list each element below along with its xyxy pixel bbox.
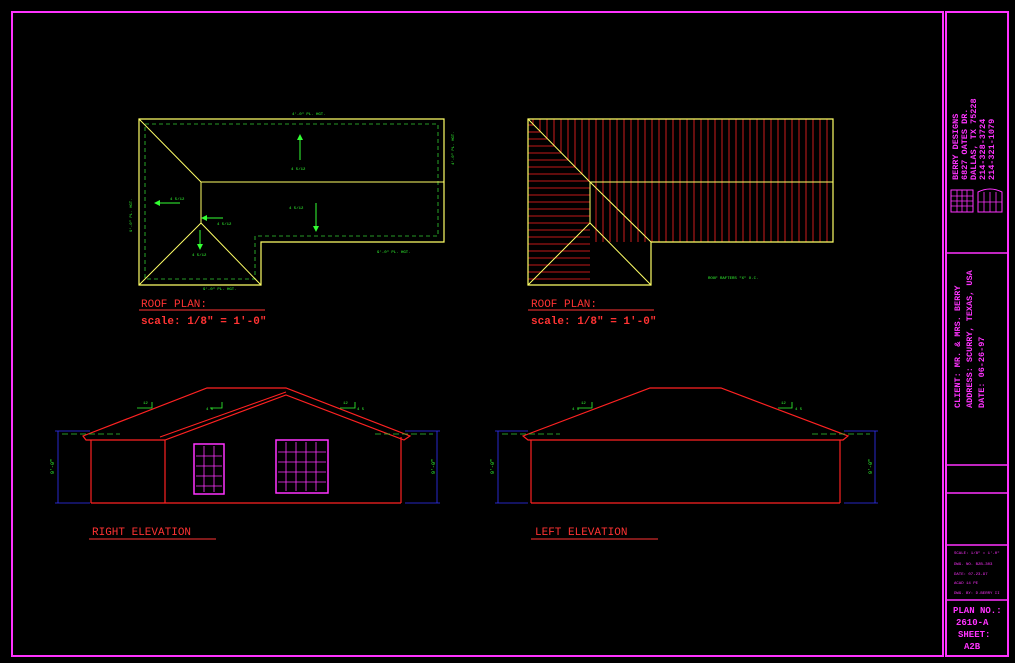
tb-note: DWG. BY: D.BERRY II [954,592,1000,596]
tb-client: CLIENT: MR. & MRS. BERRY [953,285,963,408]
window-large [275,439,329,494]
tb-street: 6827 OATES DR. [960,109,970,180]
left-elevation-title: LEFT ELEVATION [535,527,627,539]
roof-plan-1: 4'-0" PL. HGT. 4 5/12 4 5/12 4 5/12 4 5/… [129,112,456,328]
right-elevation: 9'-0" 9'-0" 12 4 5 12 4 5 RIGHT ELEVATIO… [50,387,440,540]
plan1-pitch-inner: 4 5/12 [217,222,232,227]
plan1-right-note: 4'-0" PL. HGT. [451,131,456,165]
tb-sheet: A2B [964,642,981,652]
plan1-scale: scale: 1/8" = 1'-0" [141,316,266,328]
le-pitch-left: 12 [581,402,586,406]
tb-address: ADDRESS: SCURRY, TEXAS, USA [965,269,975,408]
plan1-top-note: 4'-0" PL. HGT. [292,112,326,117]
plan2-note: ROOF RAFTERS "X" O.C. [708,276,758,281]
tb-company: BERRY DESIGNS [951,114,961,180]
plan1-pitch-top: 4 5/12 [291,167,306,172]
plan1-left-note: 9'-0" PL. HGT. [129,198,134,232]
re-dim-right: 9'-0" [431,459,437,474]
roof-plan-2: ROOF RAFTERS "X" O.C. ROOF PLAN: scale: … [527,118,834,328]
window-small [193,443,225,495]
le-pitch-right: 12 [781,402,786,406]
tb-note: DATE: 07-23-97 [954,573,988,577]
plan1-step-note: 9'-0" PL. HGT. [377,250,411,255]
tb-plan-no: 2610-A [956,618,989,628]
tb-city: DALLAS, TX 75228 [969,98,979,180]
tb-phone2: 214-321-1079 [987,119,997,180]
plan1-pitch-left: 4 5/12 [170,197,185,202]
le-pitch-right-2: 4 5 [795,408,803,412]
company-logo [950,188,1003,213]
title-block-border [945,11,1009,657]
plan1-bottom-note: 9'-0" PL. HGT. [203,287,237,292]
tb-sheet-label: SHEET: [958,630,990,640]
le-pitch-left-2: 4 5 [572,408,580,412]
tb-note: ACAD 14 PE [954,582,979,586]
re-dim-left: 9'-0" [50,459,56,474]
le-dim-right: 9'-0" [868,459,874,474]
tb-plan-no-label: PLAN NO.: [953,606,1002,616]
plan1-title: ROOF PLAN: [141,299,207,311]
re-pitch-right-2: 4 5 [357,408,365,412]
left-elevation: 9'-0" 9'-0" 12 4 5 12 4 5 LEFT ELEVATION [490,387,878,540]
plan2-title: ROOF PLAN: [531,299,597,311]
re-pitch-left: 12 [143,402,148,406]
re-pitch-left-2: 4 5 [206,408,214,412]
tb-note: SCALE: 1/8" = 1'-0" [954,551,1000,556]
plan1-pitch-bottom: 4 5/12 [192,253,207,258]
tb-phone1: 214-328-3724 [978,119,988,180]
tb-date: DATE: 06-26-97 [977,337,987,408]
tb-note: DWG. NO. B2B-303 [954,563,993,567]
re-pitch-right: 12 [343,402,348,406]
right-elevation-title: RIGHT ELEVATION [92,527,191,539]
plan1-pitch-mid: 4 5/12 [289,206,304,211]
sheet-border [11,11,944,657]
plan2-scale: scale: 1/8" = 1'-0" [531,316,656,328]
title-block: BERRY DESIGNS 6827 OATES DR. DALLAS, TX … [950,98,1003,652]
le-dim-left: 9'-0" [490,459,496,474]
tb-notes: SCALE: 1/8" = 1'-0" DWG. NO. B2B-303 DAT… [954,551,1000,596]
